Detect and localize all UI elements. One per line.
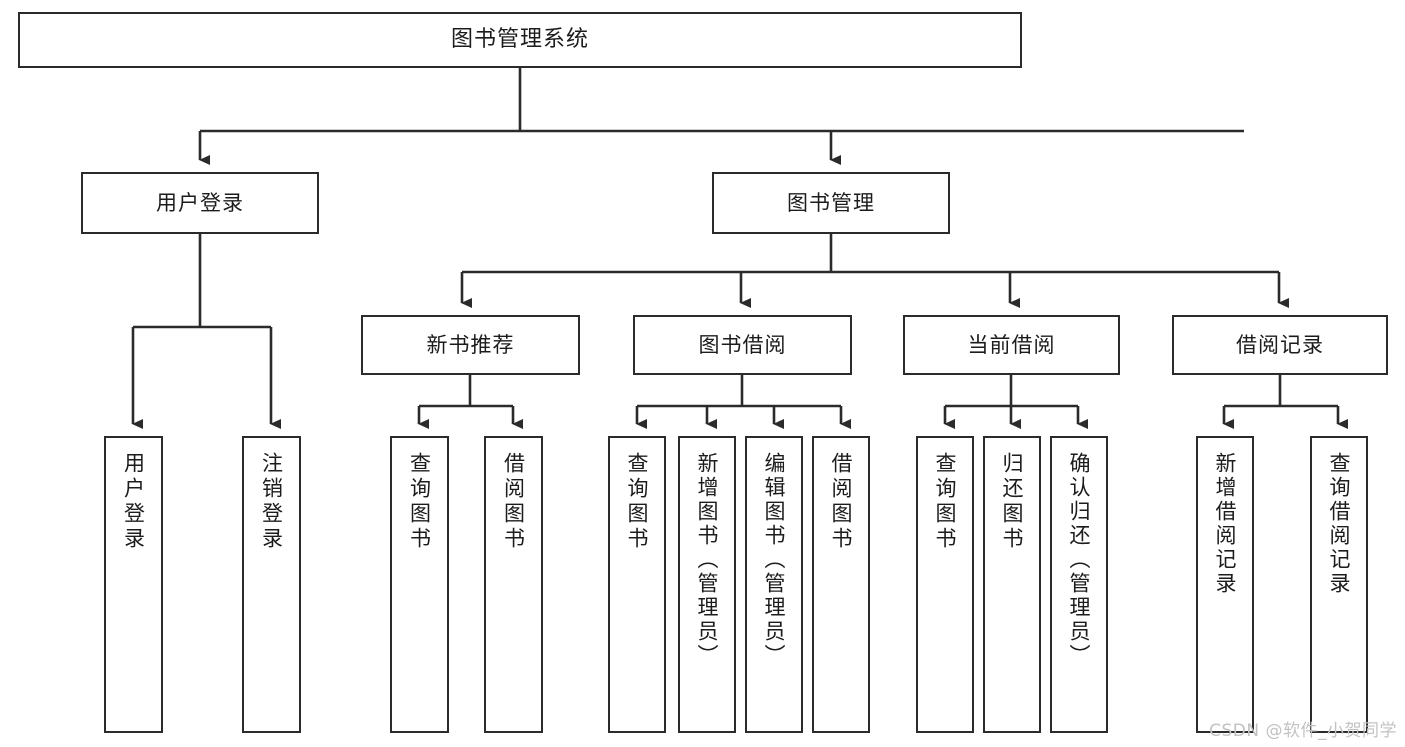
node-label: 借阅图书 [829,452,854,552]
node-label: 查询图书 [407,452,432,552]
leaf-return-books[interactable]: 归还图书 [983,436,1041,733]
node-label: 图书管理 [787,190,875,215]
node-current-borrow[interactable]: 当前借阅 [903,315,1120,375]
leaf-add-borrow-record[interactable]: 新增借阅记录 [1196,436,1254,733]
leaf-add-book-admin[interactable]: 新增图书（管理员） [678,436,736,733]
node-label: 查询图书 [625,452,650,552]
node-borrow-records[interactable]: 借阅记录 [1172,315,1388,375]
node-label: 归还图书 [1000,452,1025,552]
node-label: 用户登录 [121,452,146,552]
leaf-confirm-return-admin[interactable]: 确认归还（管理员） [1050,436,1108,733]
node-label: 借阅图书 [501,452,526,552]
leaf-query-books-borrow[interactable]: 查询图书 [608,436,666,733]
node-label: 用户登录 [156,190,244,215]
node-label: 借阅记录 [1236,332,1324,357]
node-label: 编辑图书（管理员） [762,452,787,668]
leaf-edit-book-admin[interactable]: 编辑图书（管理员） [745,436,803,733]
node-label: 新增图书（管理员） [695,452,720,668]
leaf-query-books-newbook[interactable]: 查询图书 [390,436,449,733]
leaf-user-login[interactable]: 用户登录 [104,436,163,733]
node-user-login[interactable]: 用户登录 [81,172,319,234]
node-label: 查询图书 [933,452,958,552]
node-new-book-recommend[interactable]: 新书推荐 [361,315,580,375]
node-book-management[interactable]: 图书管理 [712,172,950,234]
watermark-text: CSDN @软件_小贺同学 [1209,721,1397,741]
leaf-query-borrow-record[interactable]: 查询借阅记录 [1310,436,1368,733]
leaf-logout[interactable]: 注销登录 [242,436,301,733]
node-label: 确认归还（管理员） [1067,452,1092,668]
node-label: 注销登录 [259,452,284,552]
node-label: 新增借阅记录 [1213,452,1238,596]
node-root-system[interactable]: 图书管理系统 [18,12,1022,68]
node-label: 当前借阅 [967,332,1056,357]
node-label: 查询借阅记录 [1327,452,1352,596]
node-book-borrow[interactable]: 图书借阅 [633,315,852,375]
node-label: 图书借阅 [698,332,787,357]
node-label: 新书推荐 [426,332,515,357]
leaf-borrow-books[interactable]: 借阅图书 [812,436,870,733]
leaf-query-books-current[interactable]: 查询图书 [916,436,974,733]
node-label: 图书管理系统 [450,27,589,53]
leaf-borrow-books-newbook[interactable]: 借阅图书 [484,436,543,733]
